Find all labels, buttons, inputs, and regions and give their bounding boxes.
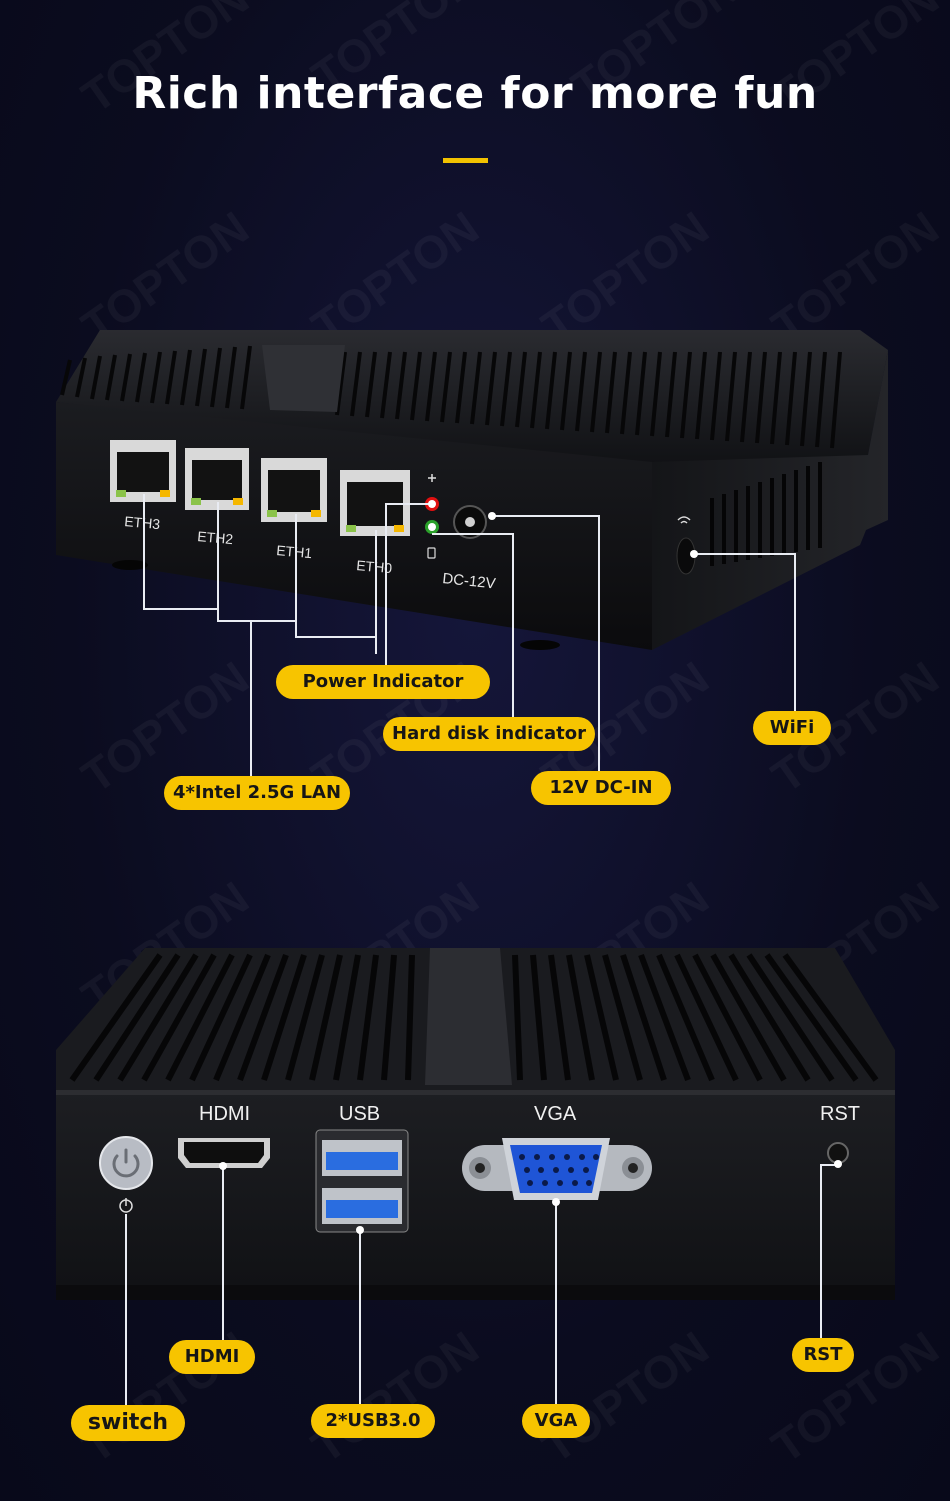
switch-callout: switch (71, 1405, 185, 1441)
lan-callout: 4*Intel 2.5G LAN (164, 776, 350, 810)
dc-jack-label: DC-12V (442, 570, 497, 592)
dc-in-callout: 12V DC-IN (531, 771, 671, 805)
leader-line (432, 533, 514, 535)
leader-line (217, 502, 219, 622)
leader-dot (428, 500, 436, 508)
leader-line (250, 622, 252, 776)
leader-dot (356, 1226, 364, 1234)
leader-line (694, 553, 796, 555)
leader-line (820, 1164, 840, 1166)
usb-port-label: USB (339, 1103, 381, 1125)
leader-line (295, 636, 377, 638)
leader-line (143, 608, 219, 610)
leader-dot (690, 550, 698, 558)
rst-port-label: RST (820, 1103, 860, 1125)
vga-port-label: VGA (534, 1103, 577, 1125)
leader-dot (488, 512, 496, 520)
leader-line (555, 1202, 557, 1404)
leader-line (598, 515, 600, 771)
wifi-callout: WiFi (753, 711, 831, 745)
leader-line (492, 515, 600, 517)
top-device-body (56, 330, 888, 650)
port-label-eth3: ETH3 (124, 513, 161, 532)
leader-dot (219, 1162, 227, 1170)
leader-line (375, 530, 377, 654)
hdmi-callout: HDMI (169, 1340, 255, 1374)
leader-line (359, 1230, 361, 1404)
usb-callout: 2*USB3.0 (311, 1404, 435, 1438)
leader-line (295, 514, 297, 638)
hdmi-port-label: HDMI (199, 1103, 251, 1125)
leader-line (222, 1166, 224, 1340)
leader-line (125, 1214, 127, 1406)
title-underline (443, 158, 488, 163)
leader-line (512, 533, 514, 719)
port-label-eth1: ETH1 (276, 542, 313, 561)
vga-callout: VGA (522, 1404, 590, 1438)
leader-line (794, 553, 796, 711)
page-title: Rich interface for more fun (132, 68, 818, 119)
leader-line (217, 620, 297, 622)
leader-line (143, 494, 145, 610)
rst-callout: RST (792, 1338, 854, 1372)
leader-dot (552, 1198, 560, 1206)
bottom-device-body (56, 948, 895, 1300)
leader-dot (428, 523, 436, 531)
leader-line (385, 503, 387, 665)
port-label-eth0: ETH0 (356, 557, 393, 576)
leader-dot (834, 1160, 842, 1168)
power-indicator-callout: Power Indicator (276, 665, 490, 699)
leader-line (820, 1164, 822, 1338)
hard-disk-indicator-callout: Hard disk indicator (383, 717, 595, 751)
port-label-eth2: ETH2 (197, 528, 234, 547)
leader-line (385, 503, 433, 505)
